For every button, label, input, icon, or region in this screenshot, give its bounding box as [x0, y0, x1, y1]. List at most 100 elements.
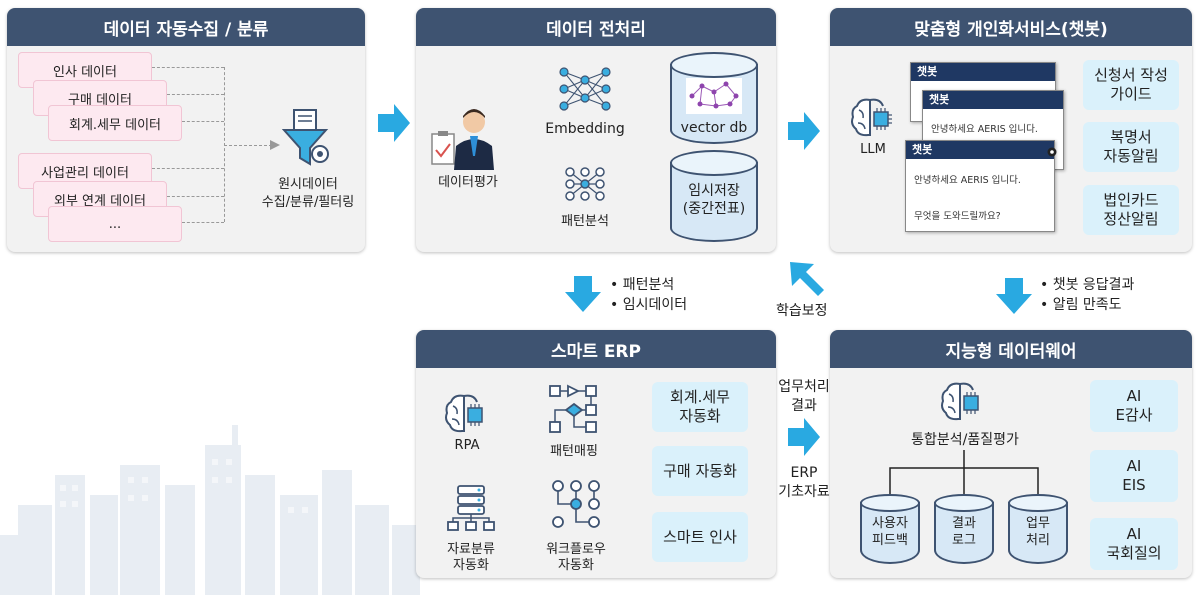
pattern-analysis-icon [565, 167, 605, 201]
llm-brain-chip-icon [851, 98, 892, 137]
connector-line [167, 196, 224, 197]
service-label-line1: 회계.세무 [670, 388, 730, 407]
vector-graph-image-icon [686, 78, 742, 114]
embedding-neural-network-icon [559, 67, 611, 111]
service-label-line2: 정산알림 [1103, 210, 1159, 228]
service-label-line2: EIS [1122, 476, 1146, 494]
store-label-2: 로그 [952, 533, 976, 548]
store-label-1: 결과 [952, 516, 976, 531]
connector-line [152, 168, 224, 169]
connector-line [224, 145, 272, 146]
chat-window-title: 챗봇 [911, 63, 1055, 81]
filter-funnel-icon [282, 109, 329, 166]
connector-arrowhead-icon [270, 140, 280, 150]
pattern-mapping-label: 패턴매핑 [550, 444, 598, 459]
service-label-line2: 국회질의 [1106, 544, 1162, 562]
service-box-card-settlement: 법인카드 정산알림 [1083, 185, 1179, 235]
flow-note-pattern: • 패턴분석 [610, 277, 675, 293]
connector-line [167, 94, 224, 95]
store-cylinder-work [1008, 494, 1068, 564]
city-skyline-illustration [0, 425, 420, 595]
service-label: 스마트 인사 [663, 527, 737, 546]
rpa-brain-chip-icon [445, 394, 483, 433]
service-label-line2: 가이드 [1110, 85, 1152, 103]
analysis-brain-chip-icon [941, 382, 979, 421]
store-label-1: 사용자 [872, 516, 908, 531]
flow-note-erp-1: ERP [790, 465, 818, 481]
service-box-application-guide: 신청서 작성 가이드 [1083, 60, 1179, 110]
flow-arrow-right-icon [788, 112, 820, 150]
store-cylinder-feedback [860, 494, 920, 564]
temp-storage-label-2: (중간전표) [682, 201, 746, 217]
source-card-accounting: 회계.세무 데이터 [48, 105, 182, 141]
chat-settings-icon[interactable] [1047, 147, 1057, 157]
data-classification-server-icon [447, 485, 495, 531]
chat-question-text: 무엇을 도와드릴까요? [914, 211, 1001, 222]
chat-greeting-text: 안녕하세요 AERIS 입니다. [914, 175, 1021, 186]
service-label-line1: AI [1126, 525, 1142, 544]
ai-service-parliament-query: AI 국회질의 [1090, 518, 1178, 570]
service-label-line1: AI [1126, 387, 1142, 406]
flow-arrow-down-icon [996, 278, 1032, 314]
pattern-mapping-flowchart-icon [549, 384, 597, 433]
erp-service-smart-hr: 스마트 인사 [652, 512, 748, 562]
erp-service-purchase: 구매 자동화 [652, 446, 748, 496]
flow-arrow-down-icon [565, 276, 601, 312]
service-label-line2: E감사 [1115, 406, 1153, 424]
flow-note-chat-result: • 챗봇 응답결과 [1040, 277, 1135, 293]
ai-service-audit: AI E감사 [1090, 380, 1178, 432]
service-label-line1: 법인카드 [1103, 191, 1159, 210]
service-label: 구매 자동화 [663, 461, 737, 480]
service-label-line1: 신청서 작성 [1094, 66, 1168, 85]
panel-title: 지능형 데이터웨어 [830, 330, 1192, 368]
store-label-2: 처리 [1026, 533, 1050, 548]
connector-line [224, 67, 225, 222]
service-label-line1: AI [1126, 457, 1142, 476]
workflow-label-1: 워크플로우 [546, 542, 606, 557]
ai-service-eis: AI EIS [1090, 450, 1178, 502]
flow-arrow-right-icon [788, 418, 820, 456]
store-cylinder-result-log [934, 494, 994, 564]
service-label-line2: 자동알림 [1103, 147, 1159, 165]
source-card-more: ... [48, 206, 182, 242]
classify-label-2: 자동화 [453, 558, 489, 573]
chat-window-title: 챗봇 [923, 91, 1063, 109]
workflow-nodes-icon [552, 480, 600, 528]
flow-note-temp-data: • 임시데이터 [610, 297, 688, 313]
chat-window-title: 챗봇 [906, 141, 1054, 159]
llm-label: LLM [860, 142, 886, 157]
store-label-1: 업무 [1026, 516, 1050, 531]
flow-note-learning: 학습보정 [776, 303, 828, 319]
temp-storage-label-1: 임시저장 [688, 183, 740, 199]
evaluator-label: 데이터평가 [438, 175, 498, 190]
panel-title: 데이터 전처리 [416, 8, 776, 46]
funnel-label-raw-data: 원시데이터 [278, 177, 338, 192]
service-label-line1: 복명서 [1110, 128, 1152, 147]
tree-connector-lines [889, 450, 1039, 496]
temp-storage-cylinder [670, 150, 758, 242]
flow-note-work-result-2: 결과 [791, 398, 817, 414]
workflow-label-2: 자동화 [558, 558, 594, 573]
chat-window-front[interactable]: 챗봇 안녕하세요 AERIS 입니다. 무엇을 도와드릴까요? [905, 140, 1055, 232]
erp-service-accounting: 회계.세무 자동화 [652, 382, 748, 432]
connector-line [182, 222, 224, 223]
vector-db-label: vector db [680, 120, 748, 136]
flow-note-satisfaction: • 알림 만족도 [1040, 297, 1122, 313]
panel-title: 맞춤형 개인화서비스(챗봇) [830, 8, 1192, 46]
pattern-analysis-label: 패턴분석 [561, 214, 609, 229]
rpa-label: RPA [454, 438, 480, 453]
store-label-2: 피드백 [872, 533, 908, 548]
flow-arrow-up-left-icon [790, 262, 824, 296]
analysis-label: 통합분석/품질평가 [911, 432, 1019, 448]
panel-title: 스마트 ERP [416, 330, 776, 368]
flow-note-erp-2: 기초자료 [778, 484, 830, 500]
chat-greeting-text: 안녕하세요 AERIS 입니다. [931, 124, 1038, 135]
flow-note-work-result-1: 업무처리 [778, 379, 830, 395]
service-label-line2: 자동화 [679, 407, 721, 425]
service-box-report-notification: 복명서 자동알림 [1083, 122, 1179, 172]
flow-arrow-right-icon [378, 104, 410, 142]
panel-title: 데이터 자동수집 / 분류 [7, 8, 365, 46]
funnel-label-filtering: 수집/분류/필터링 [261, 195, 355, 210]
connector-line [182, 121, 224, 122]
data-evaluator-person-icon [431, 109, 494, 170]
